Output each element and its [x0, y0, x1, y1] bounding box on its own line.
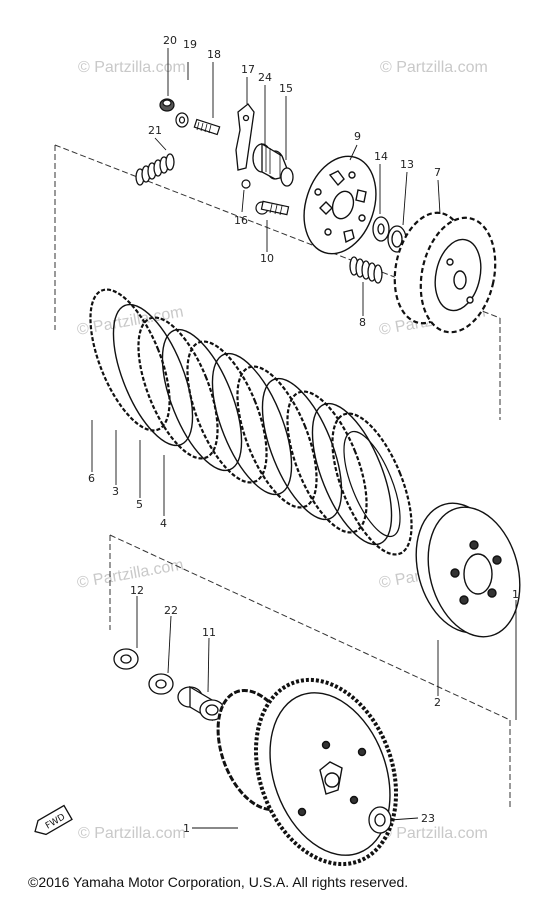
- callout-21: 21: [148, 124, 162, 137]
- spring-part-21: [135, 153, 175, 186]
- callout-labels: 20 19 18 17 24 15 21 9 14 13 7 16 10 8 6…: [88, 34, 519, 835]
- washer-part-23: [368, 806, 392, 834]
- watermark: © Partzilla.com: [380, 59, 488, 76]
- callout-15: 15: [279, 82, 293, 95]
- washer-part-19: [175, 112, 189, 128]
- callout-18: 18: [207, 48, 221, 61]
- callout-7: 7: [434, 166, 441, 179]
- push-screw-part-15: [252, 142, 294, 187]
- callout-4: 4: [160, 517, 167, 530]
- callout-1-top: 1: [512, 588, 519, 601]
- adjust-screw-part-18: [193, 118, 221, 136]
- callout-10: 10: [260, 252, 274, 265]
- pressure-plate-part-9: [303, 155, 377, 255]
- copyright-notice: ©2016 Yamaha Motor Corporation, U.S.A. A…: [28, 874, 409, 890]
- washer-part-12: [113, 648, 139, 670]
- callout-8: 8: [359, 316, 366, 329]
- washer-part-22: [148, 673, 174, 695]
- callout-3: 3: [112, 485, 119, 498]
- callout-20: 20: [163, 34, 177, 47]
- watermark: © Partzilla.com: [78, 59, 186, 76]
- callout-23: 23: [421, 812, 435, 825]
- callout-11: 11: [202, 626, 216, 639]
- clutch-plates-stack: [89, 288, 413, 556]
- callout-22: 22: [164, 604, 178, 617]
- callout-13: 13: [400, 158, 414, 171]
- washer-part-14: [372, 216, 390, 242]
- fwd-arrow-icon: FWD: [34, 804, 73, 836]
- leader-lines: [91, 48, 517, 829]
- callout-6: 6: [88, 472, 95, 485]
- clutch-boss-part-7: [393, 211, 497, 334]
- nut-part-20: [159, 98, 175, 112]
- clutch-spring-part-8: [349, 256, 383, 284]
- callout-9: 9: [354, 130, 361, 143]
- watermark: © Partzilla.com: [78, 825, 186, 842]
- bolt-part-10: [255, 200, 290, 216]
- watermark: © Partzilla.com: [380, 825, 488, 842]
- clutch-housing-gear-part-1: [216, 677, 399, 867]
- spacer-part-11: [177, 685, 225, 722]
- callout-14: 14: [374, 150, 388, 163]
- callout-19: 19: [183, 38, 197, 51]
- push-lever-part-17: [235, 103, 255, 171]
- callout-24: 24: [258, 71, 272, 84]
- callout-17: 17: [241, 63, 255, 76]
- pin-part-16: [241, 179, 251, 189]
- callout-16: 16: [234, 214, 248, 227]
- callout-12: 12: [130, 584, 144, 597]
- plate-part-2: [415, 502, 521, 638]
- callout-2: 2: [434, 696, 441, 709]
- callout-1: 1: [183, 822, 190, 835]
- callout-5: 5: [136, 498, 143, 511]
